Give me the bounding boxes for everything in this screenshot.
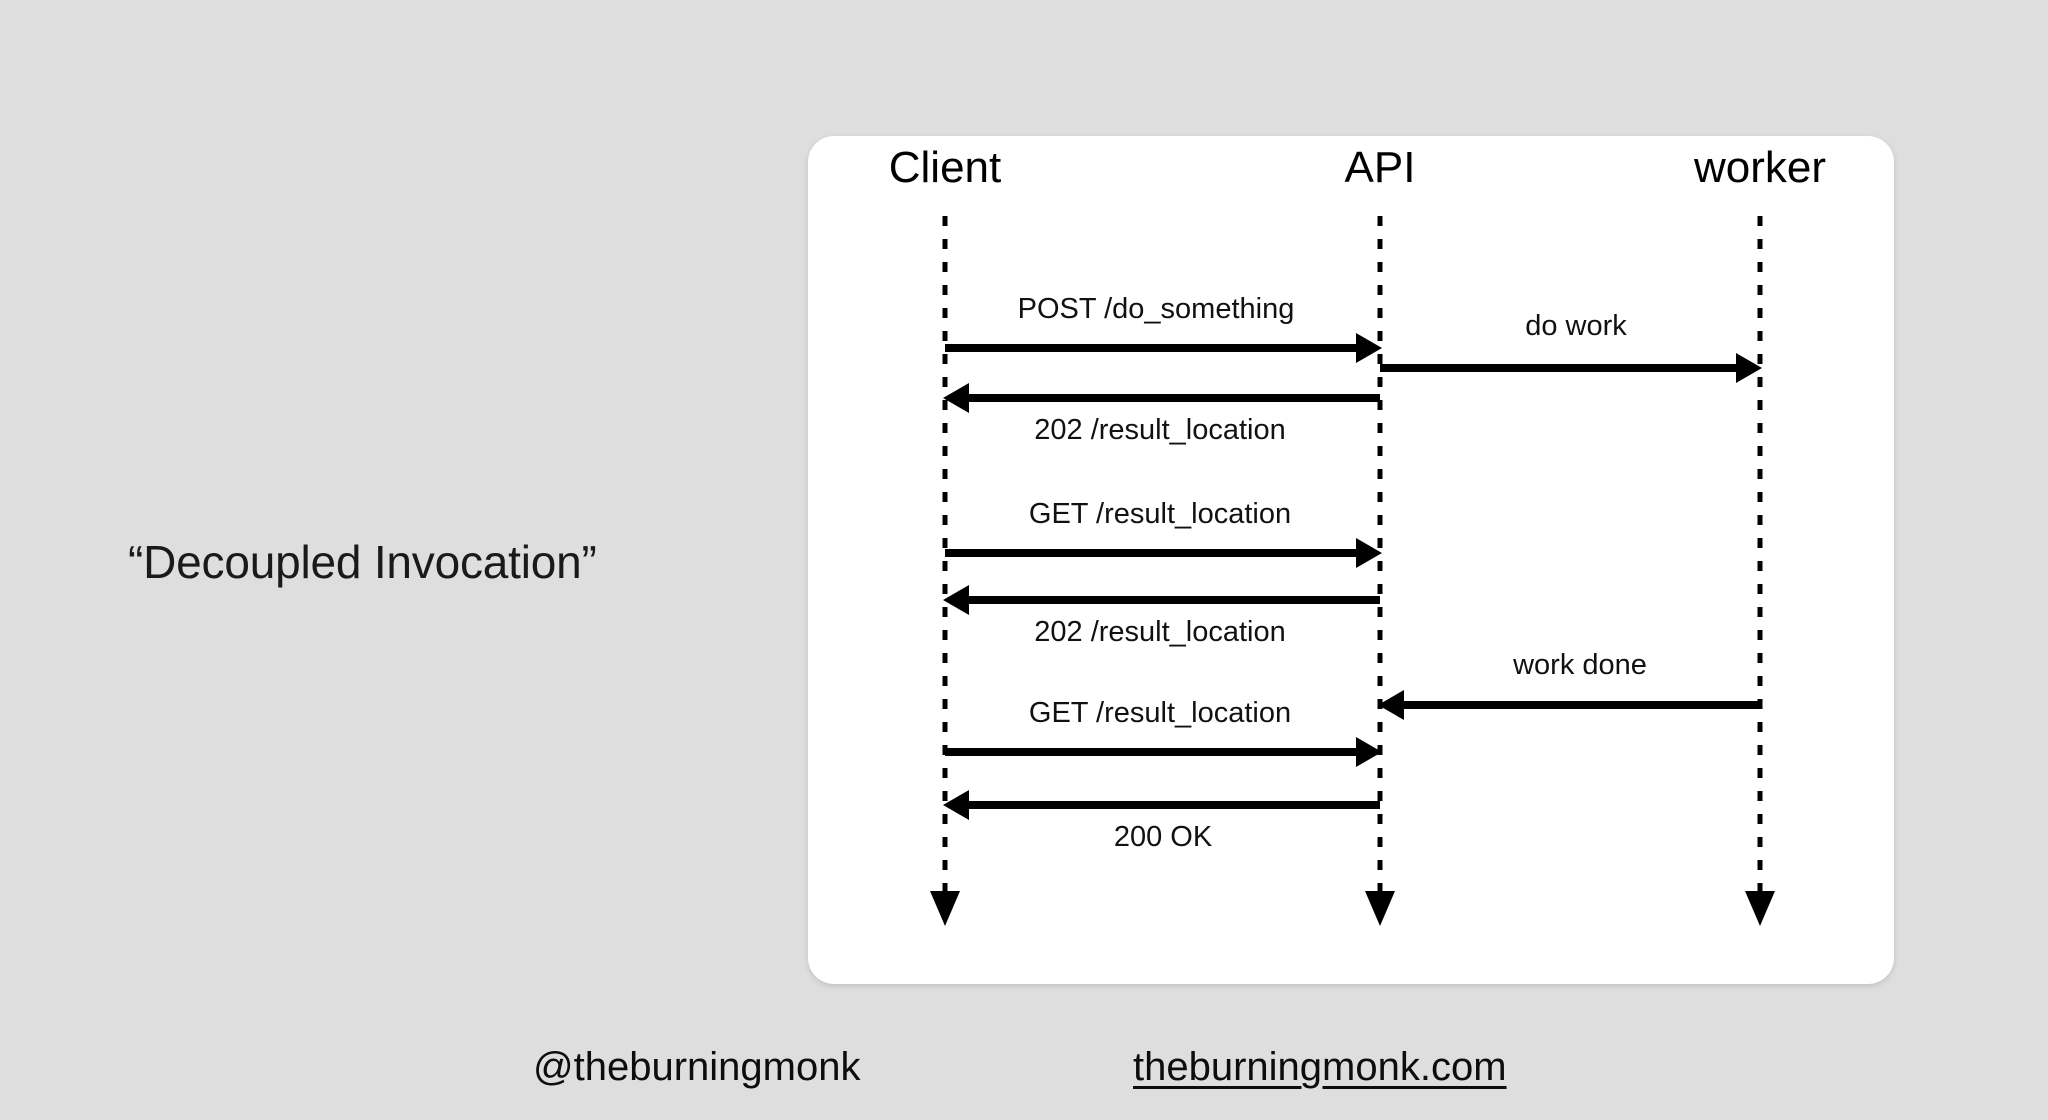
arrow-head-left-icon bbox=[943, 383, 969, 413]
arrow-head-left-icon bbox=[1378, 690, 1404, 720]
page-title: “Decoupled Invocation” bbox=[128, 536, 597, 588]
arrow-head-left-icon bbox=[943, 585, 969, 615]
message-label: 202 /result_location bbox=[1034, 414, 1286, 446]
twitter-handle: @theburningmonk bbox=[533, 1045, 861, 1089]
message-label: GET /result_location bbox=[1029, 498, 1291, 530]
lifeline-end-arrow-icon bbox=[1745, 891, 1775, 926]
lifeline-api bbox=[1365, 216, 1395, 926]
message-5-202-result-location: 202 /result_location bbox=[943, 585, 1380, 648]
arrow-head-right-icon bbox=[1736, 353, 1762, 383]
message-label: 202 /result_location bbox=[1034, 616, 1286, 648]
lifeline-worker bbox=[1745, 216, 1775, 926]
message-label: GET /result_location bbox=[1029, 697, 1291, 729]
message-4-get-result-location: GET /result_location bbox=[945, 498, 1382, 568]
message-label: do work bbox=[1525, 310, 1627, 342]
message-7-get-result-location: GET /result_location bbox=[945, 697, 1382, 767]
message-3-202-result-location: 202 /result_location bbox=[943, 383, 1380, 446]
arrow-head-right-icon bbox=[1356, 538, 1382, 568]
sequence-diagram-card: Client API worker POST /do_something do … bbox=[808, 136, 1894, 984]
sequence-diagram-svg: Client API worker POST /do_something do … bbox=[889, 143, 1826, 926]
actor-label-client: Client bbox=[889, 143, 1002, 192]
arrow-head-right-icon bbox=[1356, 737, 1382, 767]
actor-label-worker: worker bbox=[1693, 143, 1826, 192]
footer: @theburningmonk theburningmonk.com bbox=[0, 1045, 2048, 1105]
message-8-200-ok: 200 OK bbox=[943, 790, 1380, 853]
arrow-head-left-icon bbox=[943, 790, 969, 820]
message-1-post-do-something: POST /do_something bbox=[945, 293, 1382, 363]
lifeline-end-arrow-icon bbox=[930, 891, 960, 926]
message-label: 200 OK bbox=[1114, 821, 1213, 853]
message-6-work-done: work done bbox=[1378, 649, 1760, 720]
arrow-head-right-icon bbox=[1356, 333, 1382, 363]
lifeline-end-arrow-icon bbox=[1365, 891, 1395, 926]
website-link[interactable]: theburningmonk.com bbox=[1133, 1045, 1507, 1089]
message-label: work done bbox=[1512, 649, 1647, 681]
lifeline-client bbox=[930, 216, 960, 926]
message-label: POST /do_something bbox=[1018, 293, 1295, 325]
message-2-do-work: do work bbox=[1380, 310, 1762, 383]
actor-label-api: API bbox=[1345, 143, 1416, 192]
